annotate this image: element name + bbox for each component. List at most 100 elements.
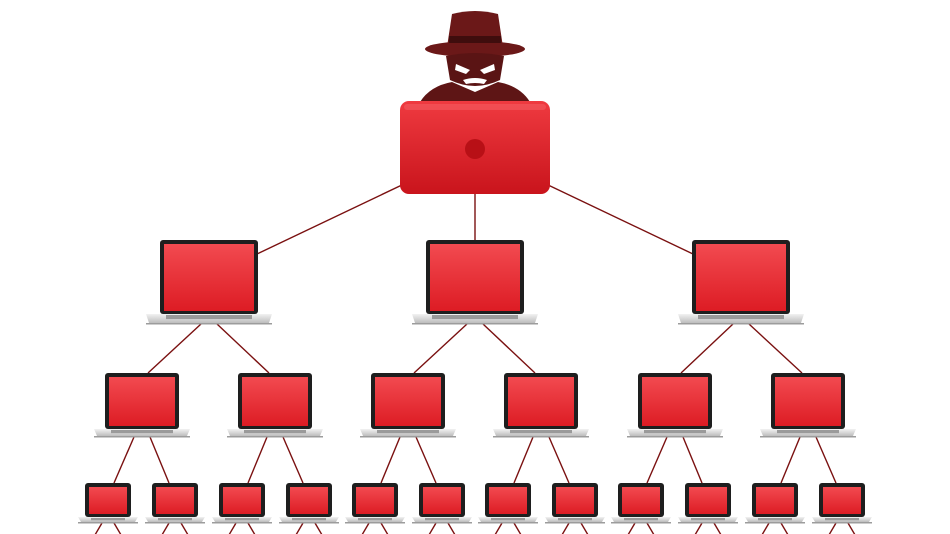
network-link [780,522,789,534]
network-link [694,522,703,534]
laptop-screen [756,487,794,514]
tier-3-laptop-12-icon [812,483,872,524]
network-link [680,323,734,374]
tier-2-laptop-4-icon [493,373,589,438]
network-link [94,522,103,534]
network-link [847,522,856,534]
tier-2-laptop-6-icon [760,373,856,438]
network-link [548,436,570,484]
laptop-keyboard [358,518,392,521]
laptop-keyboard [491,518,525,521]
laptop-screen [156,487,194,514]
laptop-screen [689,487,727,514]
network-link [228,522,237,534]
network-link [828,522,837,534]
laptop-keyboard [510,430,572,434]
tier-2-laptop-3-icon [360,373,456,438]
network-link [247,522,256,534]
network-link [282,436,304,484]
network-link [380,436,401,484]
network-link [513,436,534,484]
laptop-keyboard [758,518,792,521]
laptop-screen [642,377,708,426]
tier-1-laptop-3-icon [678,240,804,325]
network-link [149,436,170,484]
network-link [413,323,468,374]
network-link [580,522,589,534]
laptop-screen [223,487,261,514]
hacker-shoulders-icon [420,82,530,102]
network-link [494,522,503,534]
network-link [380,522,389,534]
laptop-keyboard [432,315,518,320]
tier-3-laptop-3-icon [212,483,272,524]
laptop-keyboard [825,518,859,521]
laptop-screen [164,244,254,311]
tier-2-laptop-1-icon [94,373,190,438]
laptop-tiers [78,240,872,524]
network-link [713,522,722,534]
network-link [113,522,122,534]
network-link [247,436,268,484]
network-link [428,522,437,534]
tier-2-laptop-5-icon [627,373,723,438]
laptop-keyboard [292,518,326,521]
network-link [748,323,803,374]
hacker-laptop-icon [400,101,550,194]
hacker-hat-icon [425,11,525,57]
laptop-keyboard [111,430,173,434]
tier-3-laptop-6-icon [412,483,472,524]
hacker-figure [400,11,550,194]
tier-3-laptop-5-icon [345,483,405,524]
network-link [682,436,703,484]
tier-3-laptop-2-icon [145,483,205,524]
laptop-keyboard [166,315,252,320]
laptop-keyboard [377,430,439,434]
laptop-screen [290,487,328,514]
laptop-screen [622,487,660,514]
network-links [94,183,856,534]
network-link [415,436,437,484]
laptop-keyboard [425,518,459,521]
network-link [447,522,456,534]
laptop-keyboard [691,518,725,521]
laptop-keyboard [698,315,784,320]
network-link [482,323,536,374]
tier-1-laptop-2-icon [412,240,538,325]
network-link [295,522,304,534]
network-link [256,183,405,255]
network-link [361,522,370,534]
laptop-keyboard [558,518,592,521]
network-link [161,522,170,534]
network-link [147,323,202,374]
tier-3-laptop-8-icon [545,483,605,524]
laptop-screen [489,487,527,514]
network-link [180,522,189,534]
network-link [780,436,801,484]
network-link [646,522,655,534]
network-link [761,522,770,534]
laptop-screen [109,377,175,426]
laptop-keyboard [624,518,658,521]
tier-3-laptop-7-icon [478,483,538,524]
laptop-screen [508,377,574,426]
laptop-screen [423,487,461,514]
laptop-screen [556,487,594,514]
tier-3-laptop-1-icon [78,483,138,524]
laptop-screen [823,487,861,514]
hacker-face-icon [446,53,504,86]
tier-2-laptop-2-icon [227,373,323,438]
tier-1-laptop-1-icon [146,240,272,325]
network-link [646,436,668,484]
laptop-screen [89,487,127,514]
network-link [513,522,522,534]
laptop-keyboard [91,518,125,521]
network-link [545,183,694,255]
laptop-screen [430,244,520,311]
laptop-screen [356,487,394,514]
network-link [627,522,636,534]
laptop-keyboard [777,430,839,434]
network-link [216,323,270,374]
tier-3-laptop-11-icon [745,483,805,524]
